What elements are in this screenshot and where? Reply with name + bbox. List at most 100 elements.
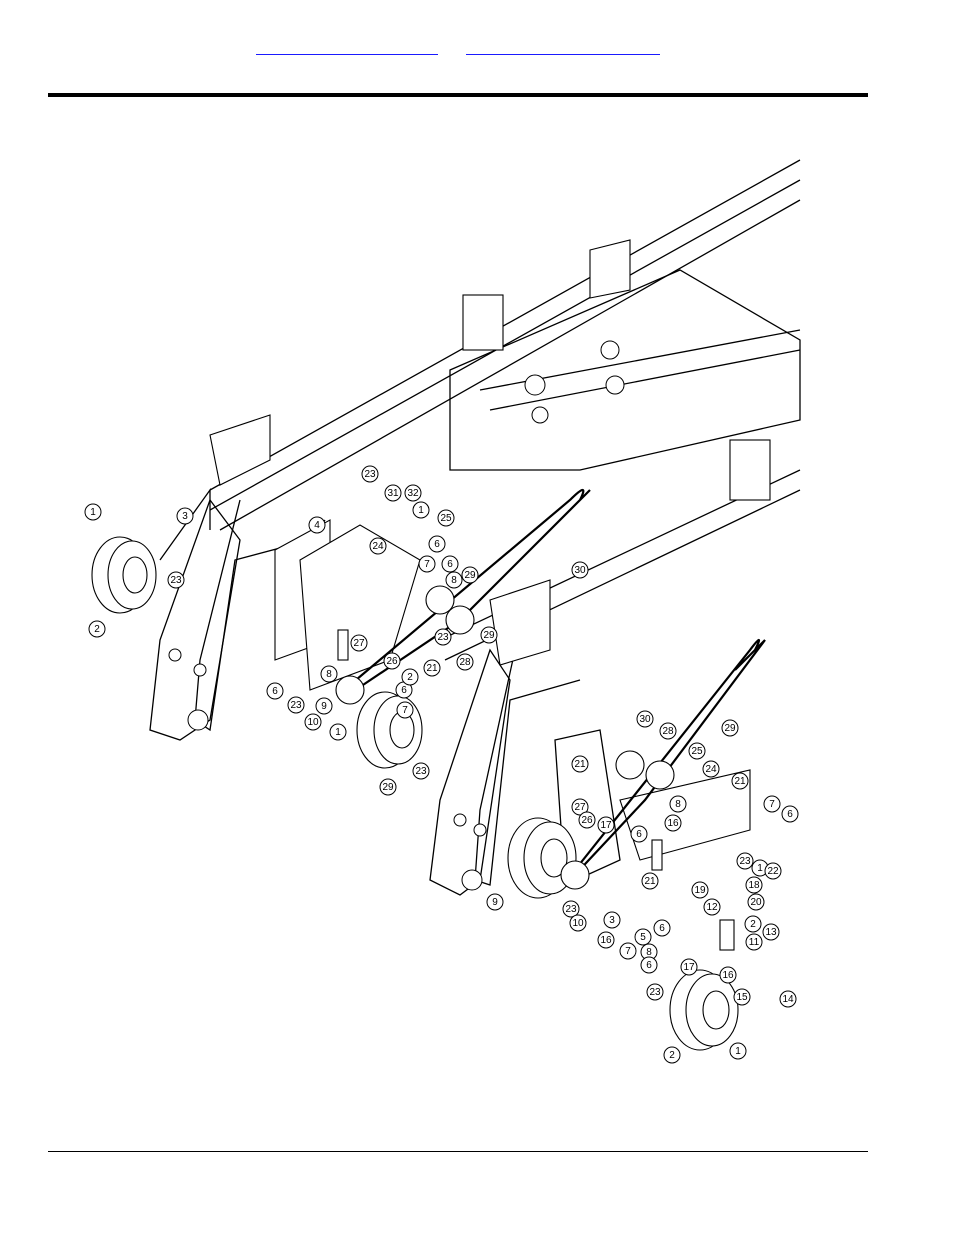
callout-2: 2 — [402, 669, 418, 685]
svg-text:14: 14 — [782, 994, 794, 1005]
svg-text:21: 21 — [734, 776, 746, 787]
svg-text:23: 23 — [437, 632, 449, 643]
callout-16: 16 — [665, 815, 681, 831]
svg-text:6: 6 — [636, 829, 642, 840]
callout-20: 20 — [748, 894, 764, 910]
svg-text:23: 23 — [170, 575, 182, 586]
svg-text:1: 1 — [418, 505, 424, 516]
callout-6: 6 — [654, 920, 670, 936]
svg-text:17: 17 — [683, 962, 695, 973]
callout-23: 23 — [288, 697, 304, 713]
callout-4: 4 — [309, 517, 325, 533]
callout-29: 29 — [722, 720, 738, 736]
svg-text:27: 27 — [574, 802, 586, 813]
svg-text:11: 11 — [749, 937, 760, 948]
callout-13: 13 — [763, 924, 779, 940]
svg-text:23: 23 — [739, 856, 751, 867]
callout-7: 7 — [620, 943, 636, 959]
callout-2: 2 — [89, 621, 105, 637]
svg-text:20: 20 — [750, 897, 762, 908]
svg-text:9: 9 — [492, 897, 498, 908]
callout-29: 29 — [481, 627, 497, 643]
svg-text:8: 8 — [675, 799, 681, 810]
callout-29: 29 — [462, 567, 478, 583]
callout-labels: 1232342331321252467682930232927262128867… — [85, 466, 798, 1063]
svg-text:23: 23 — [565, 904, 577, 915]
svg-text:5: 5 — [640, 932, 646, 943]
callout-11: 11 — [746, 934, 762, 950]
svg-text:7: 7 — [625, 946, 631, 957]
svg-text:6: 6 — [659, 923, 665, 934]
callout-25: 25 — [689, 743, 705, 759]
callout-8: 8 — [670, 796, 686, 812]
callout-14: 14 — [780, 991, 796, 1007]
header-link-right[interactable] — [466, 40, 660, 55]
callout-7: 7 — [764, 796, 780, 812]
svg-text:28: 28 — [459, 657, 471, 668]
callout-21: 21 — [732, 773, 748, 789]
svg-text:25: 25 — [691, 746, 703, 757]
svg-text:22: 22 — [767, 866, 779, 877]
svg-text:10: 10 — [572, 918, 584, 929]
callout-26: 26 — [579, 812, 595, 828]
callout-17: 17 — [598, 817, 614, 833]
callout-10: 10 — [570, 915, 586, 931]
svg-text:27: 27 — [353, 638, 365, 649]
callout-6: 6 — [267, 683, 283, 699]
callout-1: 1 — [85, 504, 101, 520]
svg-text:6: 6 — [272, 686, 278, 697]
svg-text:26: 26 — [581, 815, 593, 826]
left-wheel-outer — [92, 537, 156, 613]
svg-text:7: 7 — [769, 799, 775, 810]
svg-text:23: 23 — [290, 700, 302, 711]
svg-text:32: 32 — [407, 488, 419, 499]
callout-18: 18 — [746, 877, 762, 893]
svg-text:29: 29 — [724, 723, 736, 734]
callout-2: 2 — [664, 1047, 680, 1063]
header-rule — [48, 93, 868, 97]
callout-9: 9 — [316, 698, 332, 714]
footer-rule — [48, 1151, 868, 1152]
callout-25: 25 — [438, 510, 454, 526]
callout-30: 30 — [637, 711, 653, 727]
callout-23: 23 — [413, 763, 429, 779]
svg-text:6: 6 — [646, 960, 652, 971]
callout-17: 17 — [681, 959, 697, 975]
callout-7: 7 — [419, 556, 435, 572]
callout-16: 16 — [598, 932, 614, 948]
callout-23: 23 — [737, 853, 753, 869]
svg-text:1: 1 — [335, 727, 341, 738]
svg-text:2: 2 — [669, 1050, 675, 1061]
callout-32: 32 — [405, 485, 421, 501]
svg-text:16: 16 — [600, 935, 612, 946]
svg-text:28: 28 — [662, 726, 674, 737]
svg-text:10: 10 — [307, 717, 319, 728]
callout-21: 21 — [424, 660, 440, 676]
callout-16: 16 — [720, 967, 736, 983]
callout-1: 1 — [413, 502, 429, 518]
svg-text:30: 30 — [639, 714, 651, 725]
callout-24: 24 — [703, 761, 719, 777]
callout-23: 23 — [168, 572, 184, 588]
svg-text:2: 2 — [94, 624, 100, 635]
svg-text:1: 1 — [735, 1046, 741, 1057]
svg-text:12: 12 — [706, 902, 718, 913]
svg-text:26: 26 — [386, 656, 398, 667]
svg-text:16: 16 — [667, 818, 679, 829]
callout-26: 26 — [384, 653, 400, 669]
svg-text:6: 6 — [447, 559, 453, 570]
svg-text:1: 1 — [90, 507, 96, 518]
callout-3: 3 — [177, 508, 193, 524]
svg-text:17: 17 — [600, 820, 612, 831]
svg-text:6: 6 — [401, 685, 407, 696]
svg-text:3: 3 — [182, 511, 188, 522]
callout-1: 1 — [730, 1043, 746, 1059]
callout-1: 1 — [330, 724, 346, 740]
svg-text:25: 25 — [440, 513, 452, 524]
header-link-left[interactable] — [256, 40, 438, 55]
callout-23: 23 — [435, 629, 451, 645]
svg-text:23: 23 — [364, 469, 376, 480]
frame-rails — [160, 160, 800, 660]
callout-21: 21 — [572, 756, 588, 772]
callout-23: 23 — [647, 984, 663, 1000]
